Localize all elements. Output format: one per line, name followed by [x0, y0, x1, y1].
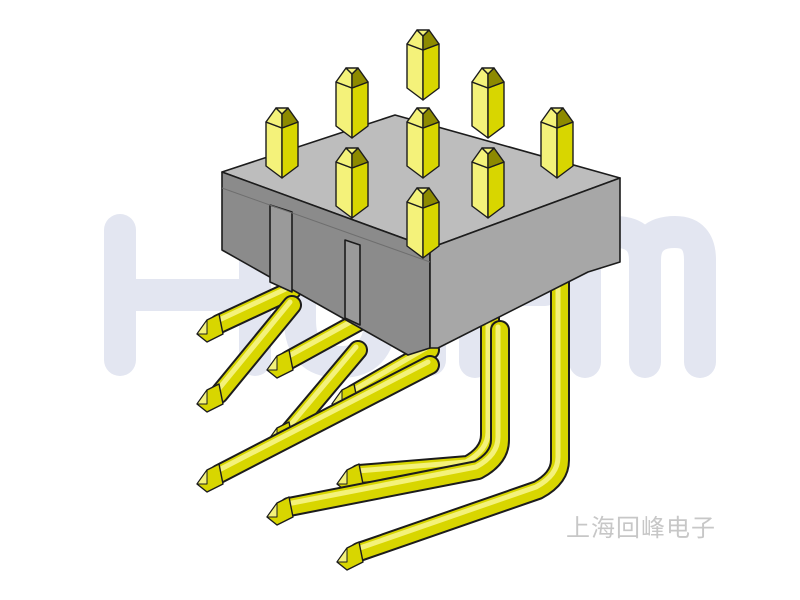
vertical-pin [335, 147, 369, 219]
vertical-pin [471, 67, 505, 139]
vertical-pin [406, 107, 440, 179]
company-caption: 上海回峰电子 [566, 514, 716, 542]
vertical-pin [471, 147, 505, 219]
bent-pin-group [196, 270, 570, 571]
bent-pin [336, 270, 570, 571]
bent-pin [196, 355, 440, 493]
bent-pin [266, 320, 510, 526]
housing-right-face [429, 177, 621, 349]
connector-housing [221, 114, 621, 356]
vertical-pin [540, 107, 574, 179]
vertical-pin [406, 29, 440, 101]
vertical-pin [265, 107, 299, 179]
vertical-pin [406, 187, 440, 259]
bent-pin [196, 280, 302, 343]
vertical-pin [335, 67, 369, 139]
bent-pin [266, 312, 368, 379]
housing-rib-center [344, 239, 361, 326]
vertical-pin-group [265, 29, 574, 259]
bent-pin [196, 295, 302, 413]
housing-rib-left [269, 204, 293, 293]
